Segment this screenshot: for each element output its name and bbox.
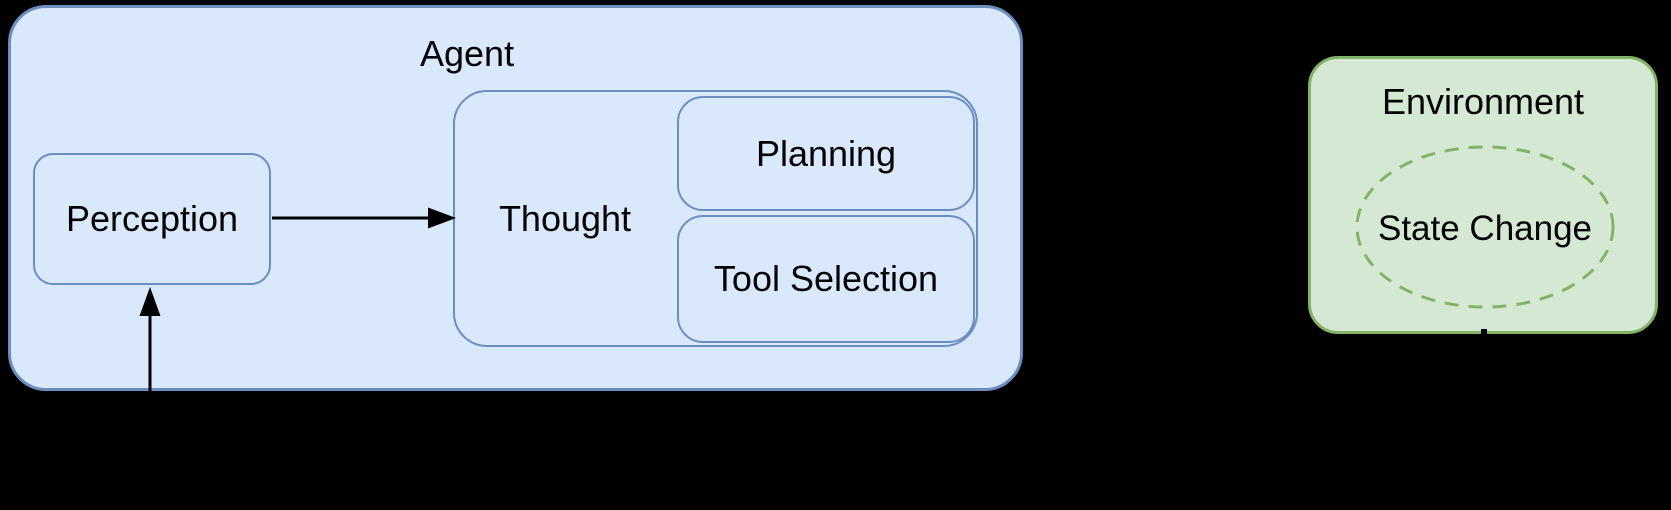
tool-selection-label: Tool Selection <box>713 258 939 300</box>
agent-label: Agent <box>420 33 515 74</box>
thought-label: Thought <box>498 197 632 239</box>
planning-node: Planning <box>677 96 975 211</box>
environment-label: Environment <box>1381 81 1585 122</box>
tool-selection-node: Tool Selection <box>677 215 975 343</box>
perception-label: Perception <box>65 198 239 240</box>
planning-label: Planning <box>755 132 897 174</box>
state-change-label: State Change <box>1377 209 1593 248</box>
perception-node: Perception <box>33 153 271 285</box>
thought-label-zone: Thought <box>453 90 677 347</box>
